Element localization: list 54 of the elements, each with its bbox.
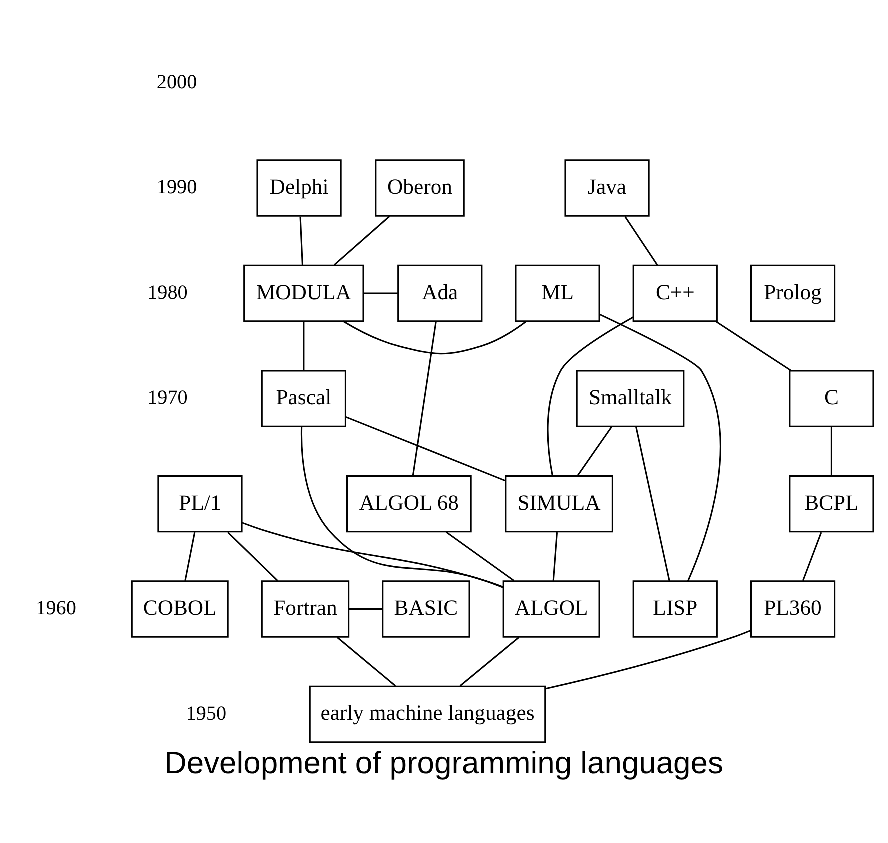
connector	[336, 636, 396, 686]
connector	[300, 426, 504, 588]
node-box: PL360	[750, 580, 836, 638]
node-box: Fortran	[261, 580, 350, 638]
label: 2000	[156, 70, 198, 93]
connector	[547, 316, 634, 476]
node-box: SIMULA	[505, 474, 614, 532]
connector	[242, 522, 504, 588]
connector	[552, 532, 558, 580]
label: 1990	[156, 176, 198, 198]
node-box: Oberon	[375, 159, 465, 216]
node-box: Pascal	[261, 370, 346, 427]
connector	[636, 426, 670, 581]
node-box: C++	[632, 264, 718, 322]
label: 1980	[148, 281, 188, 304]
connector	[334, 215, 390, 266]
node-box: BCPL	[789, 474, 874, 532]
connector	[342, 320, 527, 354]
connector	[184, 532, 196, 581]
connector	[715, 320, 792, 371]
node-box: early machine languages	[309, 685, 546, 743]
node-box: Delphi	[256, 159, 342, 216]
node-box: ALGOL	[502, 580, 600, 638]
connector	[228, 532, 278, 581]
node-box: ML	[515, 264, 600, 322]
label: 1960	[36, 597, 76, 620]
connector	[600, 313, 722, 582]
node-box: LISP	[632, 580, 718, 638]
connector	[624, 216, 658, 266]
connector	[802, 532, 822, 581]
caption: Development of programming languages	[164, 744, 724, 780]
connector	[346, 416, 506, 482]
node-box: C	[789, 370, 874, 427]
label: 1950	[186, 702, 227, 724]
node-box: BASIC	[382, 580, 470, 638]
node-box: Smalltalk	[576, 370, 685, 427]
label: 1970	[148, 386, 188, 409]
connector	[460, 636, 520, 686]
node-box: ALGOL 68	[346, 474, 472, 532]
node-box: Java	[564, 159, 650, 216]
connector	[348, 608, 383, 610]
connector	[412, 321, 437, 476]
node-box: COBOL	[131, 580, 229, 638]
connector	[545, 630, 752, 690]
node-box: PL/1	[158, 474, 243, 532]
connector	[446, 531, 515, 582]
connector	[364, 292, 398, 294]
node-box: MODULA	[244, 264, 364, 322]
connector	[830, 426, 832, 476]
connector	[303, 322, 305, 370]
connector	[577, 426, 612, 476]
node-box: Ada	[398, 264, 483, 322]
connector	[300, 216, 304, 265]
node-box: Prolog	[750, 264, 836, 322]
